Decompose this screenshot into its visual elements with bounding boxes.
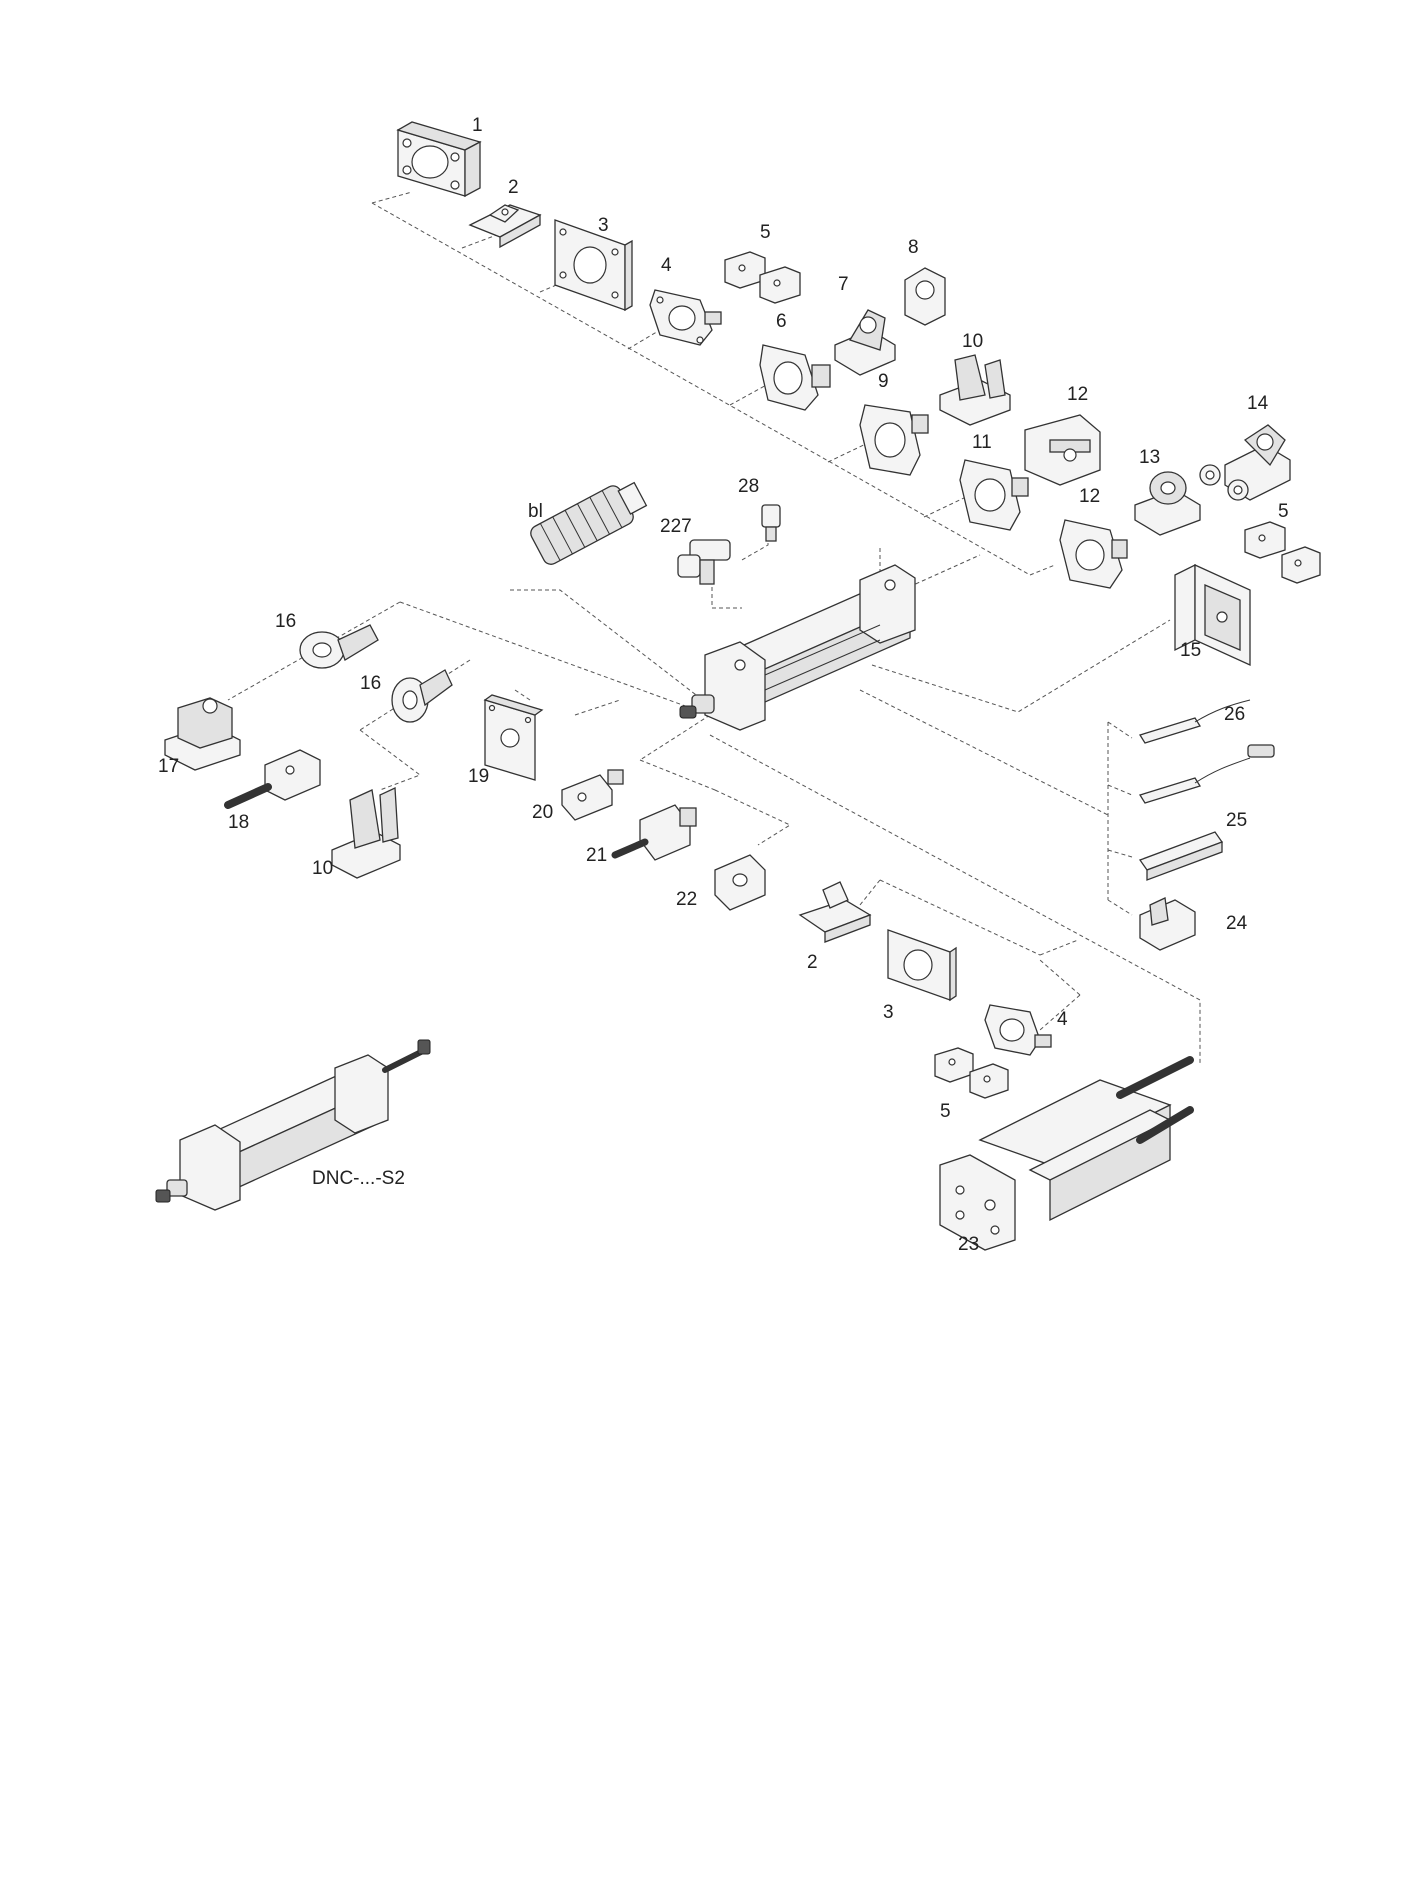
part-12-top-clevis xyxy=(1024,414,1101,486)
label-2-top: 2 xyxy=(508,177,519,198)
part-16-a-rod-eye xyxy=(299,624,379,669)
part-7-pivot-bracket xyxy=(834,309,896,376)
part-bl-bellows xyxy=(530,481,648,565)
label-13: 13 xyxy=(1139,447,1160,468)
part-3-bottom-plate xyxy=(887,929,957,1002)
part-16-b-rod-eye xyxy=(391,669,453,723)
label-18: 18 xyxy=(228,812,249,833)
part-5-top-blocks xyxy=(724,251,801,304)
part-11-flange xyxy=(959,459,1029,531)
label-25: 25 xyxy=(1226,810,1247,831)
part-24-clamp xyxy=(1139,897,1196,951)
part-4-bottom-swivel-flange xyxy=(984,1004,1052,1056)
part-25-sensor-rail xyxy=(1138,831,1224,881)
main-cylinder xyxy=(679,564,916,731)
label-8: 8 xyxy=(908,237,919,258)
part-6-flange xyxy=(759,344,831,411)
variant-cylinder-dnc-s2 xyxy=(155,1039,431,1211)
part-8-clevis xyxy=(904,267,946,326)
label-6: 6 xyxy=(776,311,787,332)
label-22: 22 xyxy=(676,889,697,910)
label-2-bottom: 2 xyxy=(807,952,818,973)
part-18-threaded-rod-clevis xyxy=(224,749,321,809)
label-11: 11 xyxy=(972,432,992,453)
label-17: 17 xyxy=(158,756,179,777)
part-labels: 1 2 3 4 5 6 7 8 9 10 11 12 12 13 14 5 15… xyxy=(158,115,1289,1255)
label-variant-dnc-s2: DNC-...-S2 xyxy=(312,1168,405,1189)
label-28: 28 xyxy=(738,476,759,497)
label-21: 21 xyxy=(586,845,607,866)
label-1: 1 xyxy=(472,115,483,136)
label-12-mid: 12 xyxy=(1079,486,1100,507)
label-9: 9 xyxy=(878,371,889,392)
part-1-flange xyxy=(396,121,482,198)
label-5-bottom: 5 xyxy=(940,1101,951,1122)
label-5-right: 5 xyxy=(1278,501,1289,522)
label-16-a: 16 xyxy=(275,611,296,632)
part-5-bottom-blocks xyxy=(934,1047,1009,1099)
part-227-elbow-fitting xyxy=(677,539,731,585)
label-5-top: 5 xyxy=(760,222,771,243)
part-9-flange xyxy=(859,404,929,476)
label-15: 15 xyxy=(1180,640,1201,661)
label-26: 26 xyxy=(1224,704,1245,725)
label-10-top: 10 xyxy=(962,331,983,352)
part-19-square-plate xyxy=(483,694,544,781)
label-3-top: 3 xyxy=(598,215,609,236)
label-7: 7 xyxy=(838,274,849,295)
part-28-straight-fitting xyxy=(761,504,781,542)
label-3-bottom: 3 xyxy=(883,1002,894,1023)
label-4-bottom: 4 xyxy=(1057,1009,1068,1030)
part-26b-sensor-cable xyxy=(1139,744,1275,804)
part-2-bottom-foot-mount xyxy=(798,881,872,943)
part-12-mid-flange xyxy=(1059,519,1128,589)
label-4-top: 4 xyxy=(661,255,672,276)
label-227: 227 xyxy=(660,516,692,537)
part-21-coupling xyxy=(611,804,697,861)
part-23-guide-unit xyxy=(939,1056,1194,1251)
label-20: 20 xyxy=(532,802,553,823)
part-5-right-blocks xyxy=(1244,521,1321,584)
part-26-sensor xyxy=(1139,699,1251,744)
part-3-top-plate xyxy=(554,219,633,312)
part-20-rod-clevis xyxy=(561,769,624,821)
part-15-mounting-frame xyxy=(1174,563,1251,667)
label-14: 14 xyxy=(1247,393,1269,414)
label-23: 23 xyxy=(958,1234,979,1255)
label-24: 24 xyxy=(1226,913,1248,934)
part-13-trunnion xyxy=(1134,471,1201,536)
part-10-left-bracket xyxy=(331,787,401,879)
part-14-pivot-with-bushings xyxy=(1199,424,1291,501)
label-bl: bl xyxy=(528,501,543,522)
part-2-top-foot-mount xyxy=(468,204,542,249)
label-16-b: 16 xyxy=(360,673,381,694)
label-12-top: 12 xyxy=(1067,384,1088,405)
part-4-top-swivel-flange xyxy=(649,289,722,346)
label-10-left: 10 xyxy=(312,858,333,879)
part-10-top-bracket xyxy=(939,354,1011,426)
label-19: 19 xyxy=(468,766,489,787)
part-17-clevis-foot xyxy=(164,697,241,771)
part-22-nut xyxy=(714,854,766,911)
